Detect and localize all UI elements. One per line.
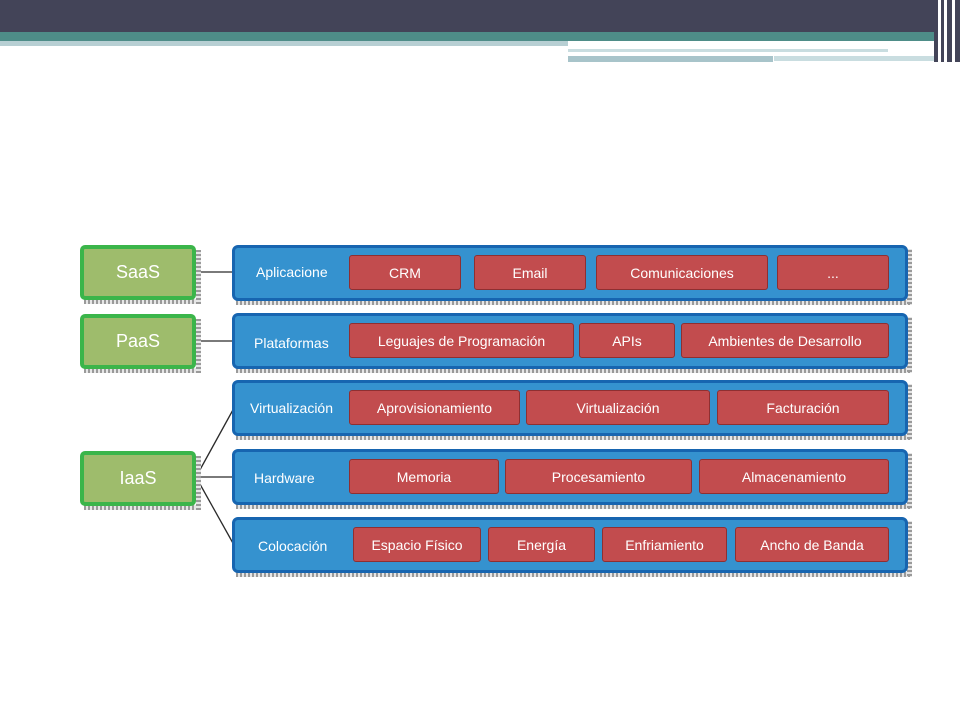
model-box-paas: PaaS <box>80 314 196 369</box>
layer-item: Almacenamiento <box>699 459 889 494</box>
layer-item: Comunicaciones <box>596 255 768 290</box>
layer-label-colocacion: Colocación <box>258 538 328 554</box>
layer-item: APIs <box>579 323 675 358</box>
connector-iaas-virtualizacion <box>195 407 235 478</box>
layer-label-hardware: Hardware <box>254 470 315 486</box>
model-box-saas: SaaS <box>80 245 196 300</box>
layer-item: Espacio Físico <box>353 527 481 562</box>
layer-item: Energía <box>488 527 595 562</box>
layer-item: Aprovisionamiento <box>349 390 520 425</box>
layer-label-virtualizacion: Virtualización <box>250 400 334 416</box>
layer-label-plataformas: Plataformas <box>254 335 329 351</box>
header-rail <box>934 0 938 62</box>
layer-item: Ambientes de Desarrollo <box>681 323 889 358</box>
header-rail <box>955 0 960 62</box>
layer-item: Leguajes de Programación <box>349 323 574 358</box>
layer-label-aplicacion: Aplicacione <box>256 264 328 280</box>
layer-item: Ancho de Banda <box>735 527 889 562</box>
layer-item: ... <box>777 255 889 290</box>
layer-item: Procesamiento <box>505 459 692 494</box>
model-box-iaas: IaaS <box>80 451 196 506</box>
layer-item: Email <box>474 255 586 290</box>
header-stripe <box>568 56 773 62</box>
header-bar <box>0 0 934 32</box>
model-label-paas: PaaS <box>115 331 161 351</box>
connector-iaas-colocacion <box>195 476 235 546</box>
header-rail <box>947 0 952 62</box>
model-label-iaas: IaaS <box>119 468 157 488</box>
layer-item: Memoria <box>349 459 499 494</box>
header-stripe <box>568 49 888 52</box>
layer-item: Enfriamiento <box>602 527 727 562</box>
header-accent-band <box>0 32 934 41</box>
layer-item: Facturación <box>717 390 889 425</box>
layer-item: Virtualización <box>526 390 710 425</box>
header-stripe <box>0 41 568 46</box>
model-label-saas: SaaS <box>115 262 161 282</box>
header-rail <box>941 0 944 62</box>
header-stripe <box>774 56 934 61</box>
layer-item: CRM <box>349 255 461 290</box>
